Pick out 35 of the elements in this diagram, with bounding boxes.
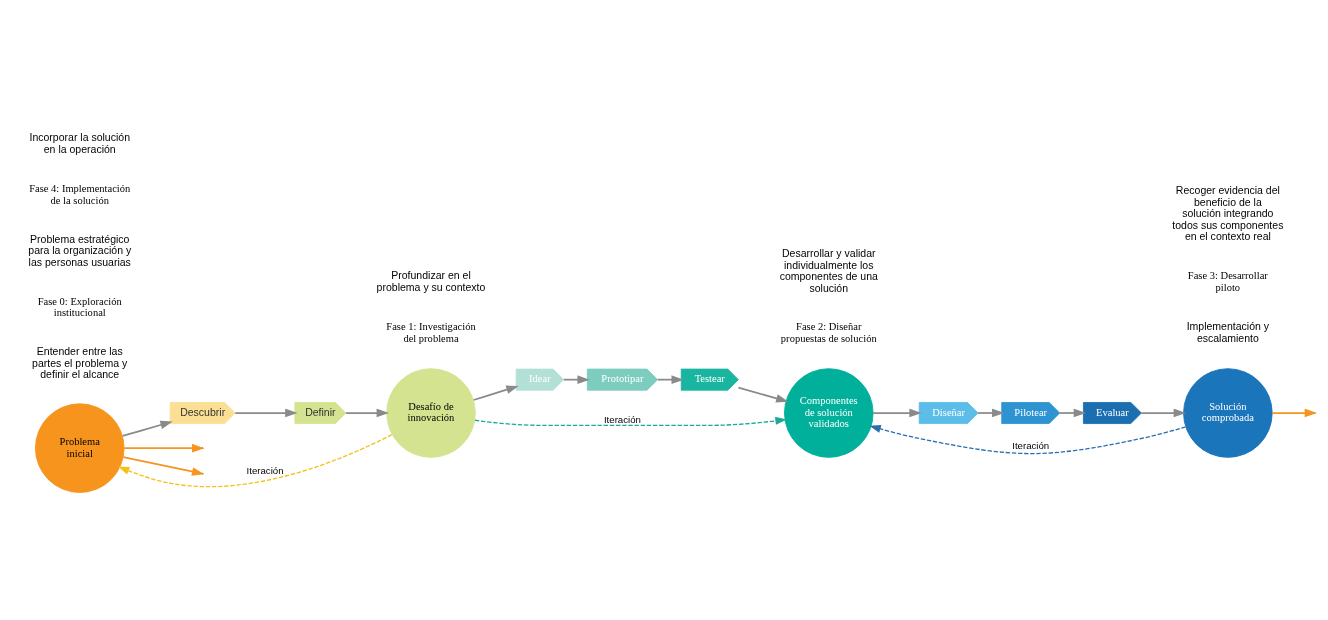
arrow [1140,408,1186,417]
arrow [121,420,173,437]
label: Fase 2: Diseñar propuestas de solución [780,320,877,344]
arrow [737,386,789,403]
label: Implementación y escalamiento [1186,319,1270,344]
arrow [1058,408,1086,417]
arrow [869,424,1187,454]
arrow [123,443,205,452]
node-circle: Problema inicial [34,402,125,493]
label: Fase 1: Investigación del problema [386,320,476,344]
edge-label: Iteración [1012,439,1050,451]
node-circle: Solución comprobada [1183,367,1273,458]
label: Incorporar la solución en la operación [29,130,131,155]
label: Fase 0: Exploración institucional [37,295,122,318]
arrow [562,374,590,384]
label: Desarrollar y validar individualmente los componentes de una solución [779,246,878,293]
arrow [474,416,787,426]
arrow [117,433,393,487]
label: Recoger evidencia del beneficio de la solución integrando todos sus componentes en el contexto real [1172,183,1284,242]
edge-label: Iteración [603,413,641,424]
label: Entender entre las partes el problema y definir el alcance [32,344,128,380]
edge-label: Iteración [246,464,284,476]
arrow [977,408,1005,417]
arrow [122,455,205,476]
node-circle: Componentes de solución validados [783,367,874,458]
arrow [472,385,519,401]
label: Profundizar en el problema y su contexto [376,268,486,293]
arrow [234,408,298,417]
arrow [656,374,684,384]
arrow [872,408,922,417]
node-circle: Desafío de innovación [386,367,476,458]
label: Fase 3: Desarrollar piloto [1187,269,1268,293]
label: Problema estratégico para la organización y las personas usuarias [28,232,132,268]
arrow [345,408,389,417]
label: Fase 4: Implementación de la solución [29,182,131,206]
